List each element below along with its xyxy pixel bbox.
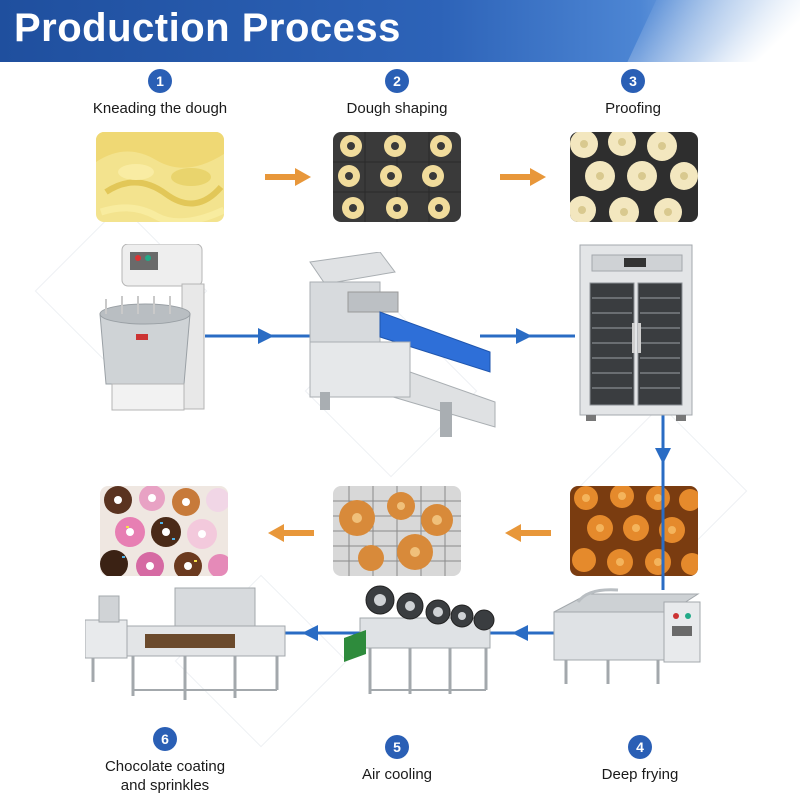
deep-fryer-machine bbox=[553, 588, 701, 684]
step-6-caption: 6 Chocolate coating and sprinkles bbox=[90, 727, 240, 795]
air-cooling-machine bbox=[344, 585, 495, 694]
step-label: Dough shaping bbox=[346, 100, 448, 117]
proofed-dough-photo bbox=[570, 132, 698, 222]
shaped-dough-photo bbox=[333, 132, 461, 222]
coating-line-machine bbox=[85, 587, 286, 700]
step-1-caption: 1 Kneading the dough bbox=[85, 69, 235, 118]
header-banner: Production Process bbox=[0, 0, 800, 62]
step-badge: 2 bbox=[385, 69, 409, 93]
step-badge: 5 bbox=[385, 735, 409, 759]
dough-shaping-machine bbox=[309, 252, 496, 437]
page-title: Production Process bbox=[14, 6, 401, 50]
step-badge: 4 bbox=[628, 735, 652, 759]
step-label: Chocolate coating and sprinkles bbox=[104, 758, 226, 794]
step-label: Proofing bbox=[605, 100, 661, 117]
step-3-caption: 3 Proofing bbox=[558, 69, 708, 118]
kneaded-dough-photo bbox=[96, 132, 224, 222]
step-badge: 1 bbox=[148, 69, 172, 93]
step-label: Kneading the dough bbox=[92, 100, 228, 117]
step-5-caption: 5 Air cooling bbox=[322, 735, 472, 784]
photo-arrow-4-5 bbox=[505, 524, 551, 542]
decorated-donuts-photo bbox=[100, 486, 228, 576]
photo-arrow-2-3 bbox=[500, 168, 546, 186]
step-badge: 6 bbox=[153, 727, 177, 751]
cooled-donuts-photo bbox=[333, 486, 461, 576]
step-label: Deep frying bbox=[601, 766, 679, 783]
proofer-cabinet-machine bbox=[579, 244, 693, 421]
step-2-caption: 2 Dough shaping bbox=[322, 69, 472, 118]
step-badge: 3 bbox=[621, 69, 645, 93]
step-label: Air cooling bbox=[361, 766, 433, 783]
photo-arrow-5-6 bbox=[268, 524, 314, 542]
spiral-mixer-machine bbox=[99, 244, 205, 411]
photo-arrow-1-2 bbox=[265, 168, 311, 186]
step-4-caption: 4 Deep frying bbox=[565, 735, 715, 784]
